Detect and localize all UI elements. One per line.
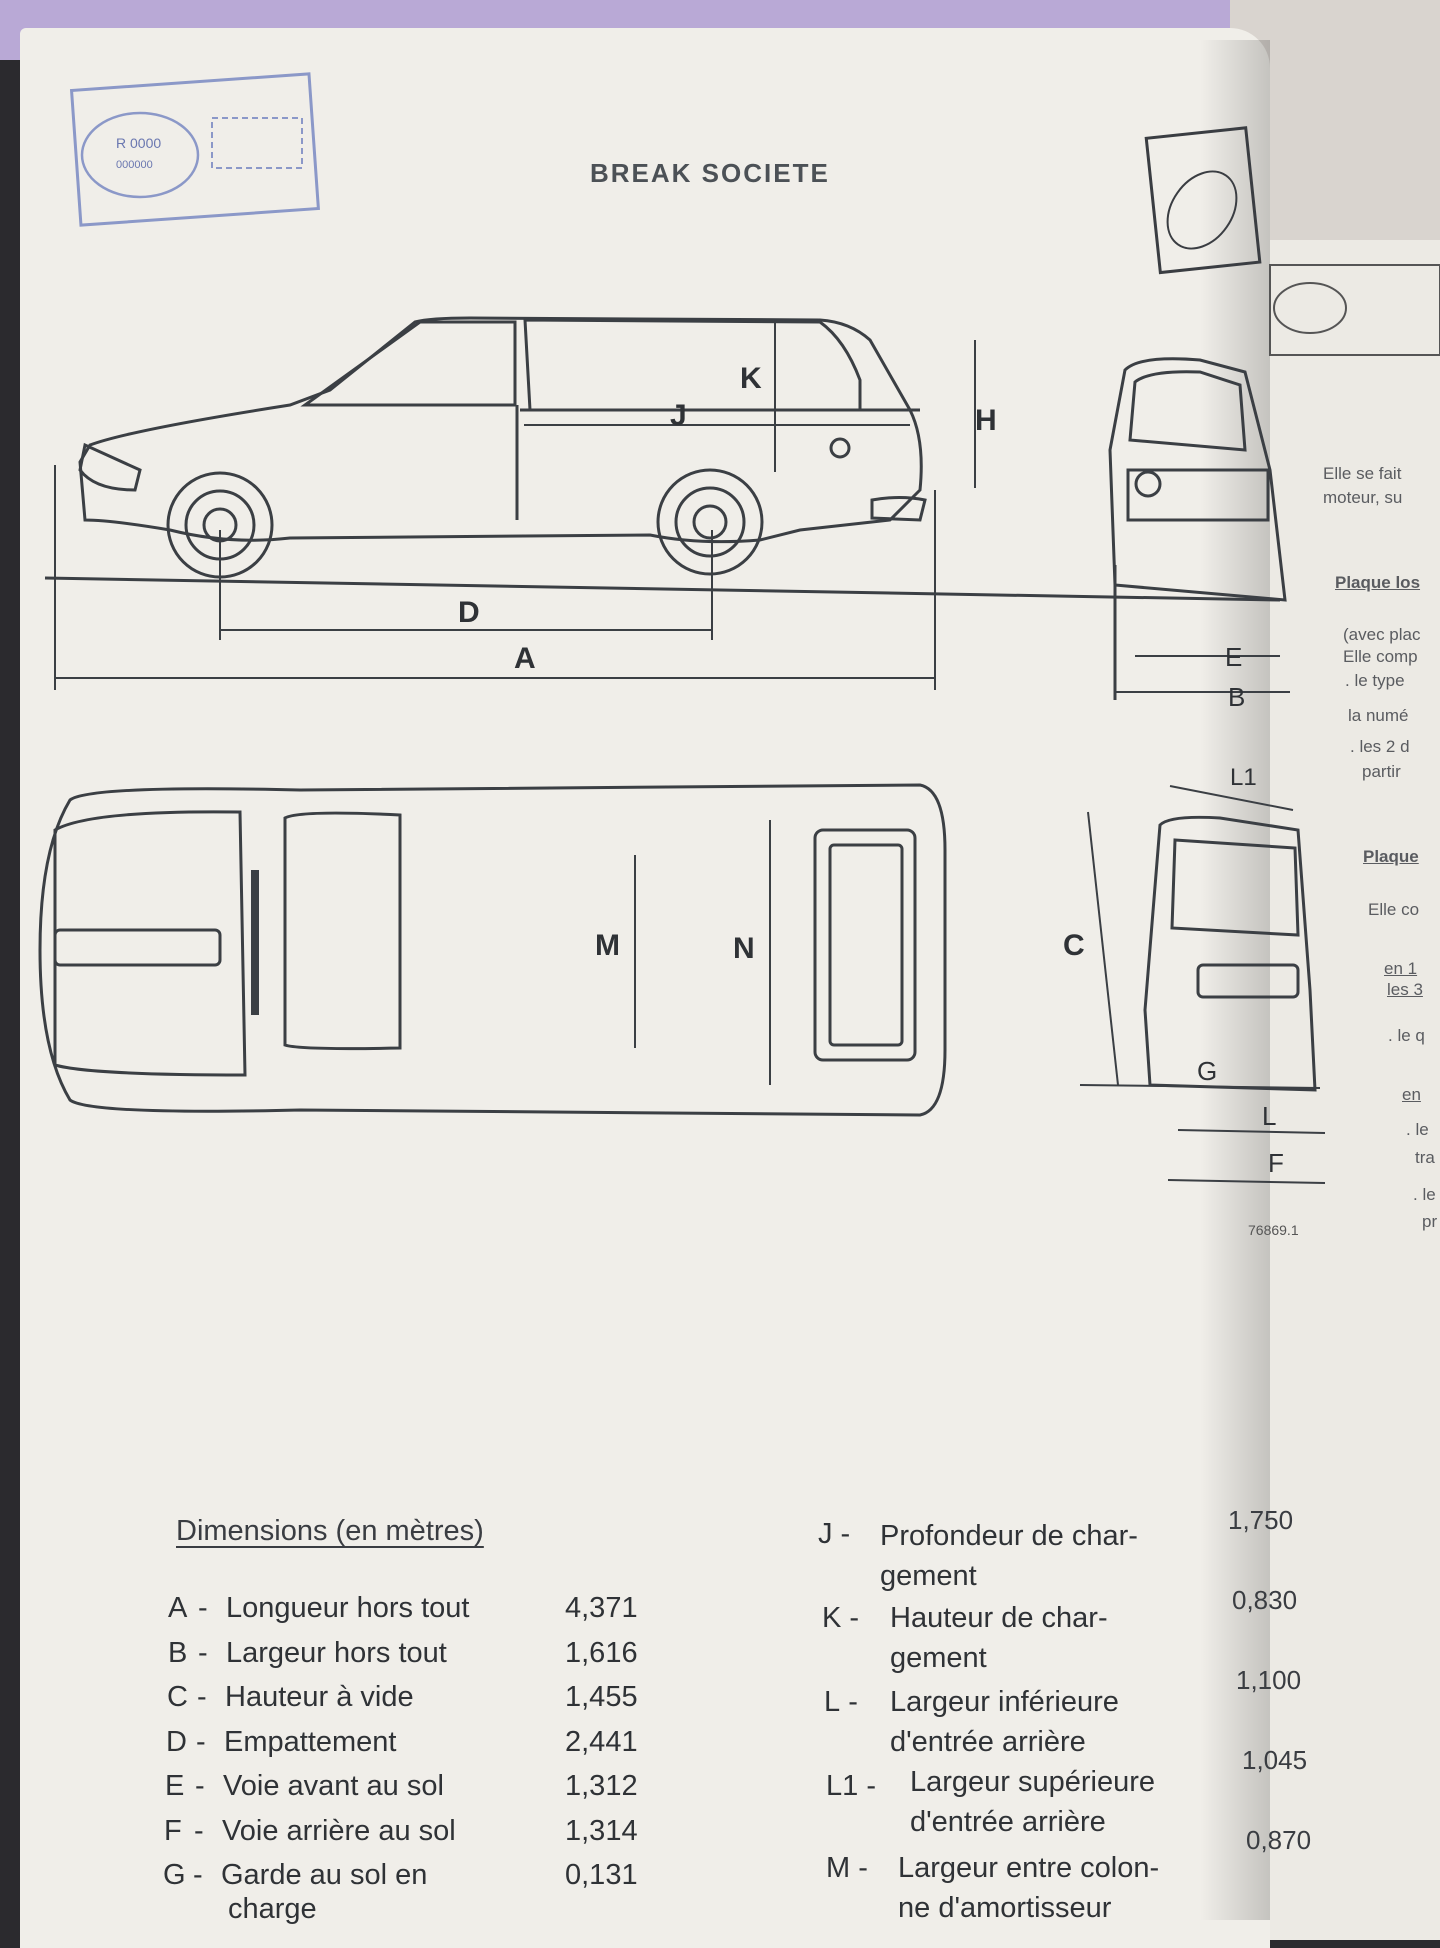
right-page-line: tra [1415, 1148, 1435, 1167]
stamp-right-page [1269, 264, 1440, 356]
label-F: F [1268, 1148, 1284, 1178]
right-page-line: en [1402, 1085, 1421, 1104]
manual-page [20, 28, 1270, 1948]
dimension-label-continued: charge [228, 1893, 317, 1925]
dimension-label-M: Largeur entre colon-ne d'amortisseur [898, 1852, 1160, 1924]
dimension-value-E: 1,312 [565, 1770, 638, 1802]
dimensions-heading: Dimensions (en mètres) [176, 1515, 484, 1547]
dimension-value-B: 1,616 [565, 1637, 638, 1669]
dimension-letter: D [166, 1726, 187, 1758]
dimension-label: Empattement [224, 1726, 397, 1758]
dimension-row-A: A-Longueur hors tout [168, 1592, 470, 1624]
label-D: D [458, 596, 480, 629]
dimension-letter: C [167, 1681, 188, 1713]
ground-line [44, 576, 1281, 602]
right-page-line: partir [1362, 762, 1401, 781]
figure-reference: 76869.1 [1248, 1222, 1299, 1238]
dimension-value-M: 0,870 [1246, 1825, 1312, 1855]
right-page-line: pr [1422, 1212, 1438, 1231]
dimension-label: Voie arrière au sol [222, 1815, 456, 1847]
right-page-line: . les 2 d [1350, 737, 1410, 756]
right-page-line: . le q [1388, 1026, 1425, 1045]
right-page-line: moteur, su [1323, 488, 1403, 507]
right-page-line: . le [1406, 1120, 1429, 1139]
dimension-value-L: 1,100 [1236, 1665, 1302, 1695]
dimension-value-F: 1,314 [565, 1815, 638, 1847]
front-dimension-lines [1115, 655, 1290, 693]
stamp-line1: R 0000 [116, 135, 161, 151]
dimension-letter-L: L - [824, 1686, 858, 1718]
label-M: M [595, 929, 620, 962]
right-page-line: Elle se fait [1323, 464, 1402, 483]
dimension-row-C: C-Hauteur à vide [167, 1681, 414, 1713]
top-dimension-lines [634, 820, 771, 1085]
dimension-value-C: 1,455 [565, 1681, 638, 1713]
dimension-label: Hauteur à vide [225, 1681, 414, 1713]
rear-dimension-lines [1079, 785, 1326, 1184]
stamp-corner [1144, 126, 1262, 275]
rear-view-car [1143, 815, 1317, 1092]
dimension-label: Garde au sol en [221, 1859, 428, 1891]
dimension-value-D: 2,441 [565, 1726, 638, 1758]
label-J: J [670, 399, 687, 432]
dimension-row-D: D-Empattement [166, 1726, 397, 1758]
top-view-car [38, 783, 947, 1117]
dimension-row-G: G-Garde au sol en [163, 1859, 428, 1891]
dimension-value-G: 0,131 [565, 1859, 638, 1891]
label-C: C [1063, 929, 1085, 962]
right-page-line: . le [1413, 1185, 1436, 1204]
dimension-label-J: Profondeur de char-gement [880, 1520, 1138, 1592]
label-B: B [1228, 682, 1245, 712]
dimension-value-K: 0,830 [1232, 1585, 1298, 1615]
right-page-line: . le type [1345, 671, 1405, 690]
dimension-label: Voie avant au sol [223, 1770, 444, 1802]
page-curl-shadow [1200, 40, 1270, 1920]
label-A: A [514, 642, 536, 675]
front-view-car [1108, 357, 1287, 700]
stamp-left: R 0000 000000 [69, 72, 320, 227]
dimension-label: Largeur hors tout [226, 1637, 447, 1669]
right-page-line: les 3 [1387, 980, 1423, 999]
label-L: L [1262, 1101, 1276, 1131]
dimension-label: Longueur hors tout [226, 1592, 470, 1624]
right-page-line: (avec plac [1343, 625, 1421, 644]
label-H: H [975, 404, 997, 437]
dimension-letter: A [168, 1592, 188, 1624]
label-G: G [1197, 1056, 1217, 1086]
right-page-line: Elle comp [1343, 647, 1418, 666]
dimension-letter-K: K - [822, 1602, 860, 1634]
side-view-car [78, 316, 927, 579]
dimension-letter-M: M - [826, 1852, 868, 1884]
label-K: K [740, 362, 762, 395]
right-page-line: Plaque los [1335, 573, 1421, 592]
dimension-letter-L1: L1 - [826, 1770, 876, 1802]
dimension-value-J: 1,750 [1228, 1505, 1294, 1535]
dimension-value-L1: 1,045 [1242, 1745, 1308, 1775]
label-L1: L1 [1230, 764, 1257, 791]
dimension-letter-J: J - [818, 1518, 851, 1550]
dimension-letter: G [163, 1859, 186, 1891]
dimension-row-B: B-Largeur hors tout [168, 1637, 447, 1669]
dimension-label-K: Hauteur de char-gement [890, 1602, 1108, 1674]
label-E: E [1225, 642, 1242, 672]
right-page-line: Elle co [1368, 900, 1420, 919]
dimension-value-A: 4,371 [565, 1592, 638, 1624]
dimension-letter: E [165, 1770, 185, 1802]
dimension-row-F: F-Voie arrière au sol [164, 1815, 456, 1847]
page-title: BREAK SOCIETE [590, 158, 830, 188]
side-dimension-lines [54, 322, 976, 690]
dimension-row-E: E-Voie avant au sol [165, 1770, 444, 1802]
dimension-letter: B [168, 1637, 188, 1669]
label-N: N [733, 932, 755, 965]
right-page-line: Plaque [1363, 847, 1419, 866]
dimension-letter: F [164, 1815, 182, 1847]
stamp-line2: 000000 [116, 159, 153, 171]
right-page-line: en 1 [1384, 959, 1418, 978]
right-page-line: la numé [1348, 706, 1409, 725]
